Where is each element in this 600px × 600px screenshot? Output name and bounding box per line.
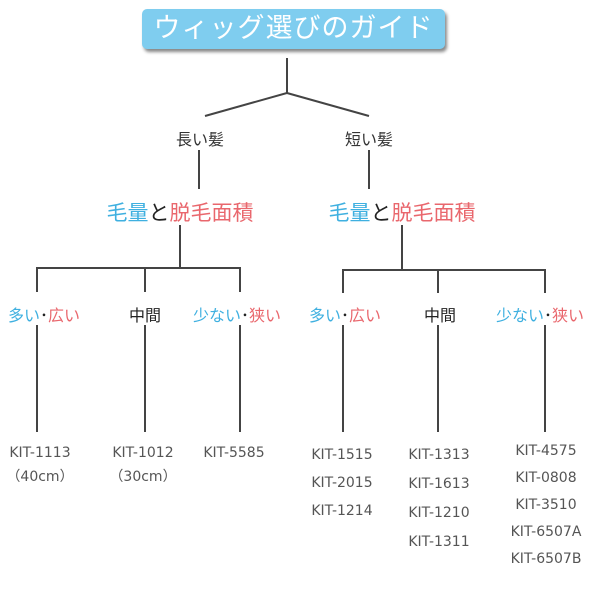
category-few-narrow: 少ない･狭い [193, 302, 281, 326]
left-criteria-connector [36, 225, 241, 292]
product-item: KIT-1515 [311, 447, 373, 463]
product-list: KIT-1113 （40cm） [6, 441, 73, 489]
hair-long-label: 長い髪 [175, 130, 225, 149]
criteria-volume: 毛量 [328, 201, 371, 225]
category-connectors [36, 325, 546, 432]
cat-b: 広い [48, 306, 81, 325]
product-item: KIT-1311 [408, 534, 470, 550]
cat-b: 広い [349, 306, 382, 325]
product-length: （30cm） [109, 469, 177, 485]
product-item: KIT-5585 [203, 445, 265, 461]
criteria-area: 脱毛面積 [169, 201, 254, 225]
cat-sep: ･ [340, 306, 350, 325]
criteria-right: 毛量と脱毛面積 [329, 197, 476, 227]
criteria-volume: 毛量 [106, 201, 149, 225]
cat-sep: ･ [543, 306, 553, 325]
product-length: （40cm） [6, 469, 74, 485]
criteria-and: と [148, 201, 170, 225]
hair-connectors [198, 150, 370, 189]
product-item: KIT-1210 [408, 505, 470, 521]
product-item: KIT-0808 [515, 470, 577, 486]
product-item: KIT-1613 [408, 476, 470, 492]
product-list: KIT-5585 [203, 441, 264, 465]
criteria-and: と [370, 201, 392, 225]
cat-sep: ･ [39, 306, 49, 325]
right-criteria-connector [342, 225, 546, 293]
cat-a: 多い [308, 306, 341, 325]
category-middle: 中間 [423, 306, 457, 325]
category-middle: 中間 [128, 306, 162, 325]
product-item: KIT-1113 [9, 445, 71, 461]
hair-short-label: 短い髪 [344, 130, 394, 149]
category-few-narrow: 少ない･狭い [496, 302, 584, 326]
product-item: KIT-4575 [515, 443, 577, 459]
category-many-wide: 多い･広い [309, 302, 381, 326]
product-list: KIT-1313 KIT-1613 KIT-1210 KIT-1311 [408, 441, 469, 557]
product-item: KIT-6507A [510, 524, 582, 540]
criteria-left: 毛量と脱毛面積 [107, 197, 254, 227]
product-item: KIT-6507B [510, 551, 582, 567]
cat-a: 多い [7, 306, 40, 325]
guide-title: ウィッグ選びのガイド [142, 9, 445, 49]
product-list: KIT-4575 KIT-0808 KIT-3510 KIT-6507A KIT… [511, 438, 582, 573]
category-many-wide: 多い･広い [8, 302, 80, 326]
cat-a: 少ない [192, 306, 241, 325]
root-connector [204, 58, 370, 117]
product-item: KIT-1313 [408, 447, 470, 463]
product-item: KIT-1214 [311, 503, 373, 519]
product-list: KIT-1012 （30cm） [109, 441, 176, 489]
cat-a: 少ない [495, 306, 544, 325]
cat-b: 狭い [552, 306, 585, 325]
criteria-area: 脱毛面積 [391, 201, 476, 225]
cat-b: 狭い [249, 306, 282, 325]
product-item: KIT-3510 [515, 497, 577, 513]
cat-sep: ･ [240, 306, 250, 325]
product-item: KIT-2015 [311, 475, 373, 491]
product-list: KIT-1515 KIT-2015 KIT-1214 [311, 441, 372, 525]
product-item: KIT-1012 [112, 445, 174, 461]
